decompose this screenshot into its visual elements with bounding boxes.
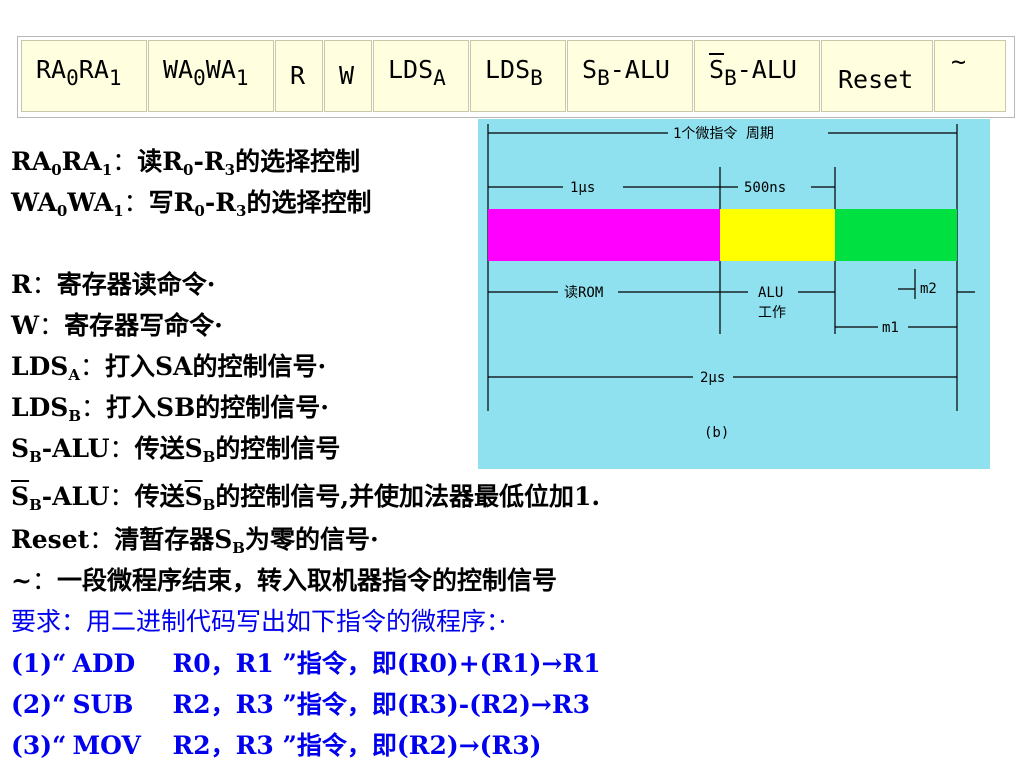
- field-ldsb-label: LDSB: [485, 55, 543, 90]
- m2-label: m2: [920, 281, 937, 297]
- t1-label: 1μs: [570, 180, 595, 196]
- field-sb-bar-alu-label: SB-ALU: [709, 55, 797, 90]
- field-tilde-label: ~: [951, 47, 967, 76]
- seg-read-rom-bar: [488, 209, 720, 261]
- field-r-label: R: [290, 61, 306, 90]
- field-sb-alu: SB-ALU: [567, 40, 693, 112]
- field-w-label: W: [339, 61, 355, 90]
- field-ldsa: LDSA: [373, 40, 469, 112]
- alu-label-2: 工作: [758, 305, 786, 321]
- cycle-label: 1个微指令 周期: [673, 126, 774, 142]
- desc-tilde: ~：一段微程序结束，转入取机器指令的控制信号: [11, 566, 557, 595]
- field-ldsa-label: LDSA: [388, 55, 446, 90]
- alu-label-1: ALU: [758, 285, 783, 301]
- desc-sb-alu: SB-ALU：传送SB的控制信号: [11, 434, 341, 466]
- figure-caption: (b): [704, 425, 729, 441]
- field-r: R: [275, 40, 323, 112]
- field-wa0wa1-label: WA0WA1: [163, 55, 249, 90]
- desc-ldsa: LDSA：打入SA的控制信号·: [11, 352, 327, 384]
- field-reset-label: Reset: [838, 65, 914, 94]
- desc-reset: Reset：清暂存器SB为零的信号·: [11, 525, 379, 557]
- desc-r: R：寄存器读命令·: [11, 270, 216, 299]
- field-tilde: ~: [934, 40, 1006, 112]
- desc-w: W：寄存器写命令·: [11, 311, 223, 340]
- total-label: 2μs: [700, 370, 725, 386]
- timing-svg: 1个微指令 周期 1μs 500ns 读ROM ALU 工作 m2 m1 2μs…: [487, 124, 975, 441]
- field-ldsb: LDSB: [470, 40, 566, 112]
- read-rom-label: 读ROM: [564, 284, 603, 301]
- desc-ldsb: LDSB：打入SB的控制信号·: [11, 393, 329, 425]
- field-ra0ra1-label: RA0RA1: [36, 55, 122, 90]
- seg-write-bar: [835, 209, 957, 261]
- field-sb-bar-alu: SB-ALU: [694, 40, 820, 112]
- m1-label: m1: [882, 320, 899, 336]
- timing-diagram: 1个微指令 周期 1μs 500ns 读ROM ALU 工作 m2 m1 2μs…: [478, 119, 990, 469]
- t2-label: 500ns: [744, 180, 786, 196]
- desc-sb-bar-alu: SB-ALU：传送SB的控制信号,并使加法器最低位加1.: [11, 482, 601, 514]
- field-w: W: [324, 40, 372, 112]
- control-word-table: RA0RA1 WA0WA1 R W LDSA LDSB SB-ALU SB-AL…: [17, 36, 1015, 118]
- field-reset: Reset: [821, 40, 933, 112]
- seg-alu-bar: [720, 209, 835, 261]
- field-sb-alu-label: SB-ALU: [582, 55, 670, 90]
- field-ra0ra1: RA0RA1: [21, 40, 147, 112]
- desc-ra: RA0RA1：读R0-R3的选择控制: [11, 147, 361, 179]
- field-wa0wa1: WA0WA1: [148, 40, 274, 112]
- timing-lines: [487, 124, 975, 411]
- desc-wa: WA0WA1：写R0-R3的选择控制: [11, 188, 372, 220]
- requirement-text: 要求：用二进制代码写出如下指令的微程序：·: [11, 607, 507, 636]
